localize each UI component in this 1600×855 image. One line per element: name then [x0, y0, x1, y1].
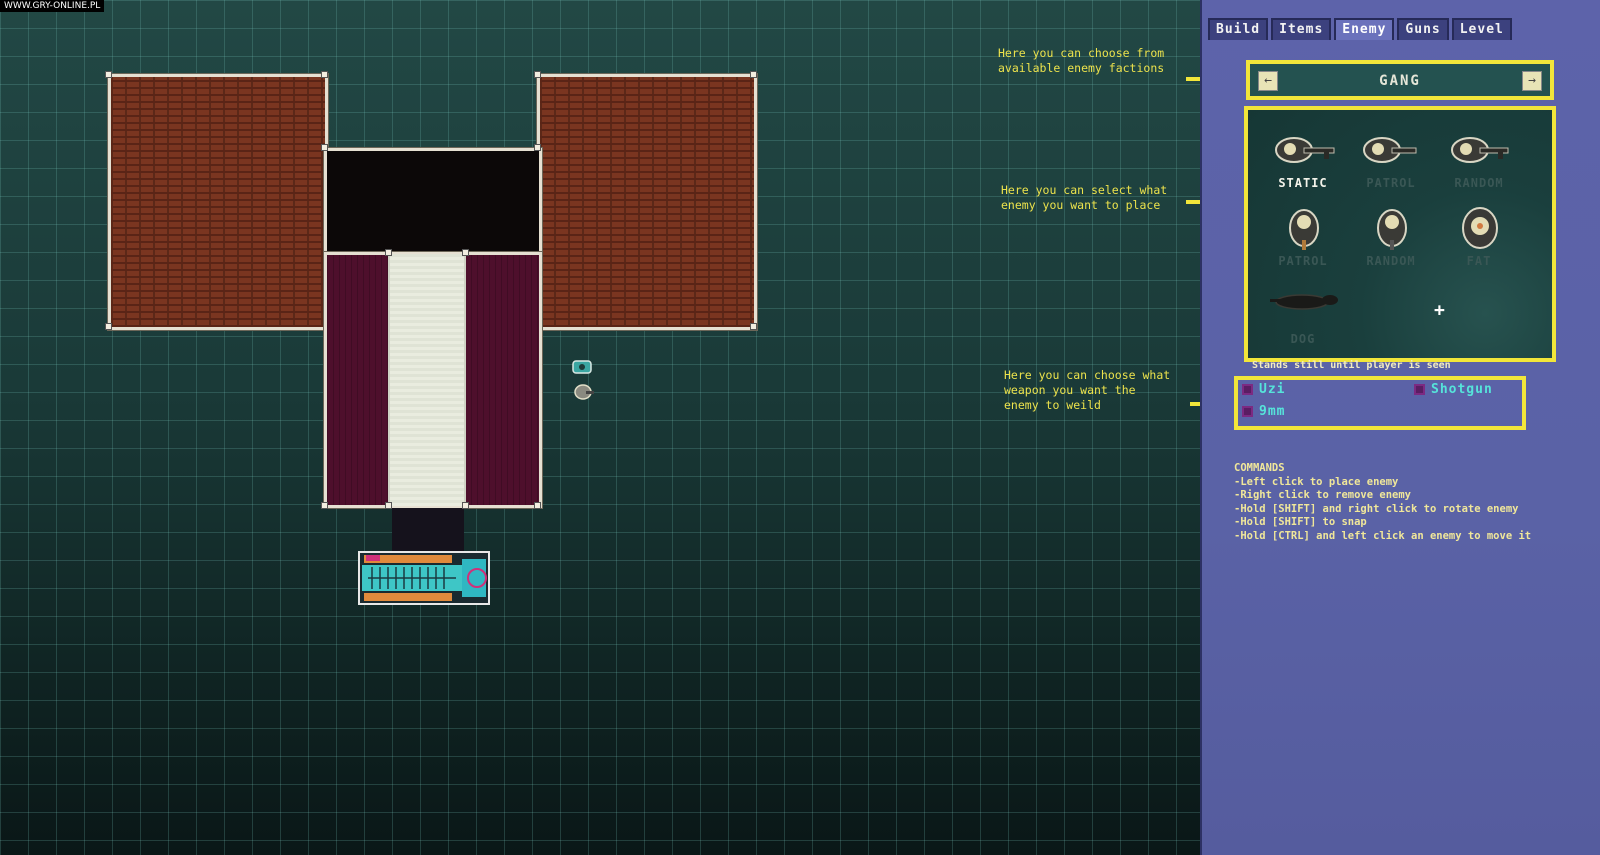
wall-post [750, 323, 757, 330]
gang-melee-icon [1289, 209, 1319, 250]
enemy-label: STATIC [1278, 176, 1328, 190]
faction-selector: ← GANG → [1246, 60, 1554, 100]
wall-post [321, 502, 328, 509]
hint-faction: Here you can choose from available enemy… [998, 46, 1165, 75]
room-brick-left[interactable] [107, 73, 329, 331]
gang-gunman-icon [1451, 137, 1509, 163]
enemy-label: FAT [1466, 254, 1492, 268]
enemy-description: Stands still until player is seen [1252, 360, 1451, 371]
level-canvas[interactable]: WWW.GRY-ONLINE.PL [0, 0, 1200, 855]
weapon-label: Shotgun [1431, 382, 1493, 397]
enemy-static[interactable]: STATIC [1258, 128, 1348, 200]
enemy-random[interactable]: RANDOM [1434, 128, 1524, 200]
crosshair-icon: + [1434, 300, 1445, 321]
weapon-label: 9mm [1259, 404, 1286, 419]
weapon-uzi-checkbox[interactable] [1242, 384, 1253, 395]
gang-gunman-icon [1275, 137, 1335, 163]
wall-post [534, 502, 541, 509]
enemy-label: PATROL [1366, 176, 1416, 190]
tab-guns[interactable]: Guns [1397, 18, 1449, 40]
placed-enemy-icon[interactable] [570, 359, 596, 405]
gang-gunman-icon [1363, 137, 1417, 163]
carpet-runner[interactable] [388, 254, 466, 506]
room-dark-center[interactable] [323, 147, 543, 257]
van-icon[interactable] [358, 551, 490, 605]
wall-post [321, 71, 328, 78]
command-line: -Hold [SHIFT] to snap [1234, 516, 1367, 528]
weapon-selector: Uzi Shotgun 9mm [1234, 376, 1526, 430]
wall-post [750, 71, 757, 78]
wall-post [462, 249, 469, 256]
faction-name: GANG [1379, 73, 1421, 89]
tab-items[interactable]: Items [1271, 18, 1332, 40]
enemy-label: PATROL [1278, 254, 1328, 268]
arrow-left-icon[interactable]: ← [1258, 71, 1278, 91]
hint-enemy: Here you can select what enemy you want … [1001, 183, 1168, 212]
hint-weapon: Here you can choose what weapon you want… [1004, 368, 1171, 412]
arrow-right-icon[interactable]: → [1522, 71, 1542, 91]
command-line: -Left click to place enemy [1234, 475, 1399, 488]
entrance-corridor [392, 508, 464, 552]
weapon-label: Uzi [1259, 382, 1286, 397]
wall-post [462, 502, 469, 509]
wall-post [534, 144, 541, 151]
enemy-patrol-melee[interactable]: PATROL [1258, 206, 1348, 278]
enemy-random-melee[interactable]: RANDOM [1346, 206, 1436, 278]
tab-build[interactable]: Build [1208, 18, 1269, 40]
enemy-label: RANDOM [1454, 176, 1504, 190]
enemy-fat[interactable]: FAT [1434, 206, 1524, 278]
wall-post [105, 71, 112, 78]
dog-icon [1270, 294, 1338, 310]
wall-post [385, 249, 392, 256]
enemy-selector: STATIC PATROL RANDOM PATROL [1244, 106, 1556, 362]
weapon-shotgun[interactable]: Shotgun [1414, 382, 1493, 397]
weapon-shotgun-checkbox[interactable] [1414, 384, 1425, 395]
enemy-patrol[interactable]: PATROL [1346, 128, 1436, 200]
enemy-label: RANDOM [1366, 254, 1416, 268]
enemy-dog[interactable]: DOG [1258, 284, 1348, 356]
commands-title: COMMANDS [1234, 462, 1285, 474]
tab-level[interactable]: Level [1451, 18, 1512, 40]
weapon-9mm-checkbox[interactable] [1242, 406, 1253, 417]
gang-melee-icon [1377, 209, 1407, 250]
wall-post [105, 323, 112, 330]
weapon-9mm[interactable]: 9mm [1242, 404, 1285, 419]
wall-post [321, 144, 328, 151]
weapon-uzi[interactable]: Uzi [1242, 382, 1285, 397]
gang-fat-icon [1462, 207, 1498, 249]
tab-enemy[interactable]: Enemy [1334, 18, 1395, 40]
tab-bar: Build Items Enemy Guns Level [1208, 18, 1512, 40]
wall-post [534, 71, 541, 78]
command-line: -Right click to remove enemy [1234, 489, 1412, 501]
wall-post [385, 502, 392, 509]
command-line: -Hold [SHIFT] and right click to rotate … [1234, 502, 1519, 515]
command-line: -Hold [CTRL] and left click an enemy to … [1234, 529, 1532, 542]
enemy-label: DOG [1290, 332, 1316, 346]
commands-help: COMMANDS -Left click to place enemy -Rig… [1234, 462, 1531, 543]
watermark: WWW.GRY-ONLINE.PL [0, 0, 105, 12]
room-brick-right[interactable] [536, 73, 758, 331]
